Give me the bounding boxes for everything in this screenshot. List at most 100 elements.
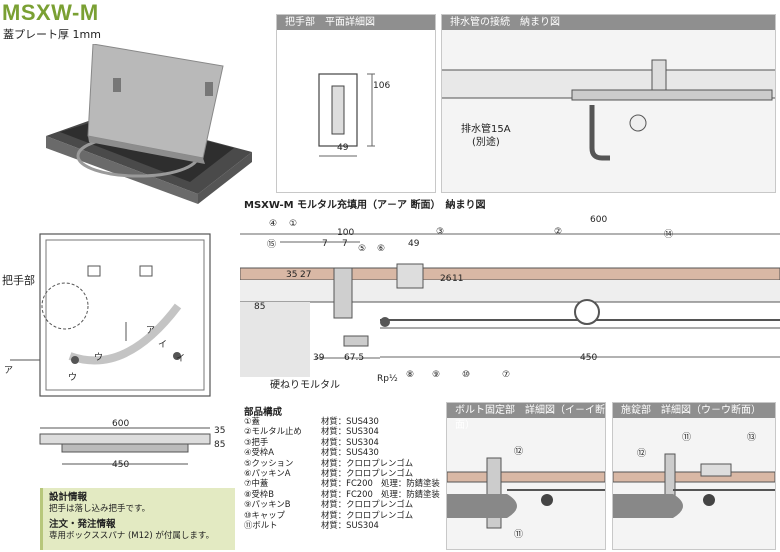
part-material: 材質：クロロプレンゴム: [321, 509, 414, 520]
callout-6: ⑥: [377, 244, 386, 254]
part-name: ⑥パッキンA: [244, 468, 291, 479]
callout-10: ⑩: [462, 370, 471, 380]
order-info-text: 専用ボックススパナ (M12) が付属します。: [49, 531, 215, 541]
sec-dim-600: 600: [590, 215, 608, 225]
part-row: ⑩キャップ 材質：クロロプレンゴム: [244, 510, 440, 520]
bolt-callout-12: ⑫: [514, 447, 524, 457]
bolt-callout-11: ⑪: [514, 530, 524, 540]
parts-list: ①蓋材質：SUS430 ②モルタル止め材質：SUS304 ③把手材質：SUS30…: [244, 416, 440, 530]
sec-dim-7a: 7: [322, 239, 328, 249]
sec-dim-27: 27: [300, 270, 312, 280]
product-title: MSXW-M: [2, 0, 99, 25]
part-material: 材質：クロロプレンゴム: [321, 457, 414, 468]
part-row: ⑤クッション 材質：クロロプレンゴム: [244, 458, 440, 468]
part-material: 材質：クロロプレンゴム: [321, 499, 414, 510]
section-mark-u: ウ: [94, 353, 104, 363]
product-photo: [46, 44, 252, 204]
part-material: 材質：FC200 処理：防錆塗装: [321, 478, 440, 489]
design-info-title: 設計情報: [49, 492, 88, 503]
part-row: ⑥パッキンA 材質：クロロプレンゴム: [244, 468, 440, 478]
callout-3: ③: [436, 227, 445, 237]
part-name: ③把手: [244, 436, 269, 447]
lock-detail-panel: 施錠部 詳細図（ウ－ウ断面）: [612, 402, 776, 550]
sec-dim-85: 85: [254, 302, 266, 312]
bolt-detail-drawing: [446, 457, 606, 529]
part-row: ⑪ボルト 材質：SUS304: [244, 520, 440, 530]
callout-2: ②: [554, 227, 563, 237]
plan-dim-85: 85: [214, 440, 226, 450]
handle-label: 把手部: [2, 274, 35, 287]
sec-dim-26: 26: [440, 274, 452, 284]
mortar-label: 硬ねりモルタル: [270, 380, 340, 391]
order-info-title: 注文・発注情報: [49, 519, 116, 530]
sec-dim-675: 67.5: [344, 353, 365, 363]
part-row: ①蓋 材質：SUS430: [244, 416, 440, 426]
product-subtitle: 蓋プレート厚 1mm: [3, 28, 101, 41]
part-material: 材質：クロロプレンゴム: [321, 468, 414, 479]
section-mark-i: イ: [158, 340, 168, 350]
plan-dim-600: 600: [112, 419, 130, 429]
callout-9: ⑨: [432, 370, 441, 380]
callout-15: ⑮: [267, 240, 277, 250]
part-name: ①蓋: [244, 416, 260, 426]
plan-dim-35: 35: [214, 426, 226, 436]
part-row: ⑦中蓋 材質：FC200 処理：防錆塗装: [244, 478, 440, 488]
lock-detail-drawing: [612, 453, 776, 518]
sec-dim-35: 35: [286, 270, 298, 280]
bolt-detail-header: ボルト固定部 詳細図（イ－イ断面）: [447, 403, 605, 431]
sec-dim-450: 450: [580, 353, 598, 363]
callout-7: ⑦: [502, 370, 511, 380]
sec-dim-100: 100: [337, 228, 355, 238]
part-material: 材質：SUS304: [321, 520, 379, 531]
callout-8: ⑧: [406, 370, 415, 380]
part-row: ②モルタル止め 材質：SUS304: [244, 426, 440, 436]
handle-detail-header: 把手部 平面詳細図: [277, 15, 435, 30]
section-mark-i-2: イ: [176, 354, 186, 364]
part-name: ⑦中蓋: [244, 478, 269, 489]
part-row: ⑧受枠B 材質：FC200 処理：防錆塗装: [244, 489, 440, 499]
part-name: ④受枠A: [244, 447, 274, 458]
part-name: ②モルタル止め: [244, 426, 302, 437]
lock-callout-13: ⑬: [747, 433, 757, 443]
section-mark-a: ア: [146, 326, 156, 336]
lock-callout-12: ⑫: [637, 449, 647, 459]
part-name: ⑪ボルト: [244, 520, 278, 531]
design-info-text: 把手は落し込み把手です。: [49, 504, 151, 514]
handle-detail-panel: 把手部 平面詳細図: [276, 14, 436, 193]
handle-dim-106: 106: [373, 81, 391, 91]
drain-detail-drawing: [442, 59, 775, 161]
section-drawing: [240, 233, 780, 377]
handle-dim-49: 49: [337, 143, 349, 153]
section-title: MSXW-M モルタル充填用（ア－ア 断面） 納まり図: [244, 200, 486, 211]
part-material: 材質：SUS304: [321, 436, 379, 447]
callout-4: ④: [269, 219, 278, 229]
part-name: ⑩キャップ: [244, 509, 286, 520]
callout-14: ⑭: [664, 230, 674, 240]
part-name: ⑧受枠B: [244, 488, 275, 499]
drain-detail-header: 排水管の接続 納まり図: [442, 15, 775, 30]
lock-callout-11: ⑪: [682, 433, 692, 443]
section-mark-u-2: ウ: [68, 373, 78, 383]
side-elevation: [39, 427, 211, 465]
drain-pipe-note: (別途): [472, 137, 500, 148]
plan-view: [10, 233, 211, 397]
part-row: ③把手 材質：SUS304: [244, 437, 440, 447]
part-name: ⑤クッション: [244, 457, 294, 468]
plan-dim-450: 450: [112, 460, 130, 470]
sec-dim-39: 39: [313, 353, 325, 363]
sec-dim-49: 49: [408, 239, 420, 249]
parts-title: 部品構成: [244, 407, 283, 418]
rp-label: Rp½: [377, 374, 398, 384]
part-row: ④受枠A 材質：SUS430: [244, 447, 440, 457]
bolt-detail-panel: ボルト固定部 詳細図（イ－イ断面）: [446, 402, 606, 550]
part-material: 材質：SUS430: [321, 447, 379, 458]
handle-detail-drawing: [318, 73, 375, 157]
info-box: 設計情報 把手は落し込み把手です。 注文・発注情報 専用ボックススパナ (M12…: [40, 488, 235, 550]
sec-dim-7b: 7: [342, 239, 348, 249]
callout-1: ①: [289, 219, 298, 229]
part-material: 材質：SUS304: [321, 426, 379, 437]
callout-5: ⑤: [358, 244, 367, 254]
part-material: 材質：SUS430: [321, 416, 379, 426]
part-material: 材質：FC200 処理：防錆塗装: [321, 488, 440, 499]
